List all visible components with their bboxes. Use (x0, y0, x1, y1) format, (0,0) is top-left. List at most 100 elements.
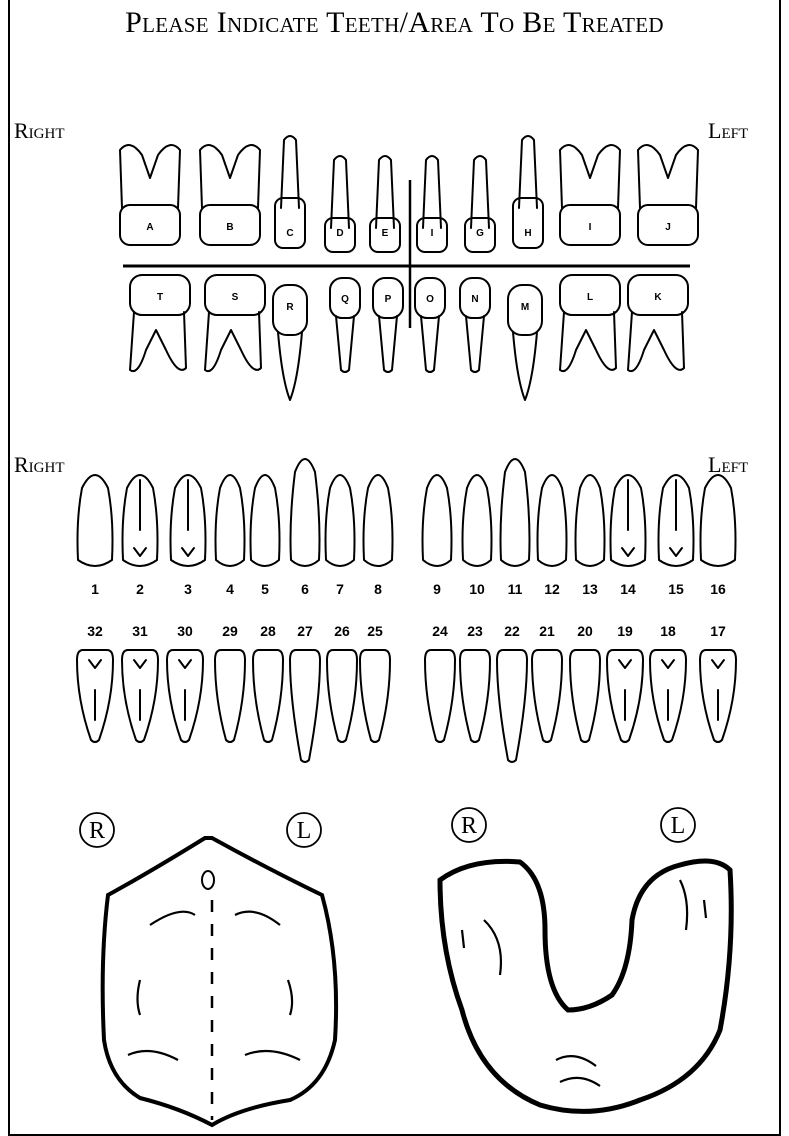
primary-lower-letter: S (232, 292, 239, 303)
permanent-upper-tooth[interactable]: 5 (251, 475, 280, 597)
permanent-lower-tooth[interactable]: 25 (360, 623, 390, 742)
permanent-lower-number: 23 (467, 623, 483, 639)
primary-upper-tooth[interactable]: I (560, 145, 620, 245)
permanent-upper-number: 10 (469, 581, 485, 597)
primary-upper-tooth[interactable]: I (417, 156, 447, 252)
permanent-upper-tooth[interactable]: 14 (611, 475, 646, 597)
palate-rugae (128, 912, 300, 1060)
permanent-lower-tooth[interactable]: 18 (650, 623, 686, 742)
primary-upper-tooth[interactable]: G (465, 156, 495, 252)
permanent-lower-number: 19 (617, 623, 633, 639)
primary-lower-tooth[interactable]: S (205, 275, 265, 371)
permanent-upper-number: 12 (544, 581, 560, 597)
primary-lower-letter: M (521, 302, 529, 313)
permanent-lower-tooth[interactable]: 22 (497, 623, 527, 762)
permanent-upper-tooth[interactable]: 11 (501, 459, 530, 597)
permanent-lower-number: 21 (539, 623, 555, 639)
permanent-lower-number: 30 (177, 623, 193, 639)
permanent-upper-tooth[interactable]: 3 (171, 475, 206, 597)
permanent-lower-tooth[interactable]: 24 (425, 623, 455, 742)
permanent-upper-tooth[interactable]: 16 (701, 475, 736, 597)
permanent-upper-tooth[interactable]: 15 (659, 475, 694, 597)
lower-arch-left-marker: L (661, 808, 695, 842)
permanent-upper-tooth[interactable]: 2 (123, 475, 158, 597)
primary-upper-tooth[interactable]: B (200, 145, 260, 245)
permanent-upper-number: 4 (226, 581, 234, 597)
permanent-lower-number: 20 (577, 623, 593, 639)
permanent-upper-tooth[interactable]: 10 (463, 475, 492, 597)
permanent-upper-number: 3 (184, 581, 192, 597)
primary-upper-tooth[interactable]: D (325, 156, 355, 252)
mandible-details (462, 880, 706, 1086)
permanent-upper-number: 2 (136, 581, 144, 597)
permanent-lower-number: 24 (432, 623, 448, 639)
primary-lower-tooth[interactable]: P (373, 278, 403, 372)
permanent-upper-tooth[interactable]: 7 (326, 475, 355, 597)
primary-lower-tooth[interactable]: K (628, 275, 688, 371)
permanent-lower-tooth[interactable]: 17 (700, 623, 736, 742)
primary-lower-tooth[interactable]: O (415, 278, 445, 372)
primary-upper-letter: G (476, 228, 484, 239)
incisive-papilla (202, 871, 214, 889)
primary-upper-tooth[interactable]: C (275, 136, 305, 248)
primary-upper-letter: C (286, 228, 293, 239)
primary-lower-letter: P (385, 294, 392, 305)
permanent-lower-tooth[interactable]: 19 (607, 623, 643, 742)
primary-lower-tooth[interactable]: M (508, 285, 542, 400)
primary-lower-letter: O (426, 294, 434, 305)
primary-upper-tooth[interactable]: H (513, 136, 543, 248)
primary-lower-tooth[interactable]: R (273, 285, 307, 400)
permanent-upper-number: 15 (668, 581, 684, 597)
permanent-upper-tooth[interactable]: 1 (78, 475, 113, 597)
permanent-lower-number: 27 (297, 623, 313, 639)
permanent-lower-tooth[interactable]: 31 (122, 623, 158, 742)
primary-upper-letter: E (382, 228, 389, 239)
svg-text:L: L (297, 818, 312, 844)
permanent-lower-tooth[interactable]: 29 (215, 623, 245, 742)
permanent-upper-number: 1 (91, 581, 99, 597)
permanent-lower-number: 28 (260, 623, 276, 639)
permanent-upper-number: 8 (374, 581, 382, 597)
primary-upper-tooth[interactable]: J (638, 145, 698, 245)
permanent-lower-tooth[interactable]: 26 (327, 623, 357, 742)
permanent-upper-number: 16 (710, 581, 726, 597)
permanent-upper-tooth[interactable]: 13 (576, 475, 605, 597)
primary-lower-tooth[interactable]: T (130, 275, 190, 371)
svg-text:R: R (461, 813, 477, 839)
permanent-upper-number: 13 (582, 581, 598, 597)
permanent-upper-tooth[interactable]: 12 (538, 475, 567, 597)
permanent-lower-number: 31 (132, 623, 148, 639)
permanent-lower-number: 29 (222, 623, 238, 639)
primary-lower-letter: R (286, 302, 294, 313)
primary-lower-letter: K (654, 292, 662, 303)
permanent-upper-tooth[interactable]: 8 (364, 475, 393, 597)
permanent-upper-number: 7 (336, 581, 344, 597)
permanent-upper-number: 9 (433, 581, 441, 597)
primary-upper-letter: B (226, 222, 233, 233)
primary-lower-tooth[interactable]: N (460, 278, 490, 372)
permanent-lower-tooth[interactable]: 30 (167, 623, 203, 742)
permanent-upper-tooth[interactable]: 6 (291, 459, 320, 597)
primary-lower-letter: L (587, 292, 593, 303)
permanent-lower-tooth[interactable]: 23 (460, 623, 490, 742)
permanent-lower-tooth[interactable]: 20 (570, 623, 600, 742)
permanent-lower-number: 32 (87, 623, 103, 639)
permanent-upper-number: 5 (261, 581, 269, 597)
permanent-lower-tooth[interactable]: 21 (532, 623, 562, 742)
primary-upper-tooth[interactable]: A (120, 145, 180, 245)
permanent-upper-tooth[interactable]: 9 (423, 475, 452, 597)
primary-upper-tooth[interactable]: E (370, 156, 400, 252)
permanent-lower-tooth[interactable]: 27 (290, 623, 320, 762)
primary-lower-tooth[interactable]: L (560, 275, 620, 371)
primary-lower-letter: T (157, 292, 163, 303)
permanent-upper-tooth[interactable]: 4 (216, 475, 245, 597)
primary-lower-letter: N (471, 294, 478, 305)
permanent-lower-tooth[interactable]: 32 (77, 623, 113, 742)
upper-arch-palate[interactable] (103, 838, 336, 1125)
permanent-upper-number: 6 (301, 581, 309, 597)
primary-lower-tooth[interactable]: Q (330, 278, 360, 372)
lower-arch-mandible[interactable] (440, 861, 731, 1111)
permanent-lower-number: 22 (504, 623, 520, 639)
permanent-lower-tooth[interactable]: 28 (253, 623, 283, 742)
